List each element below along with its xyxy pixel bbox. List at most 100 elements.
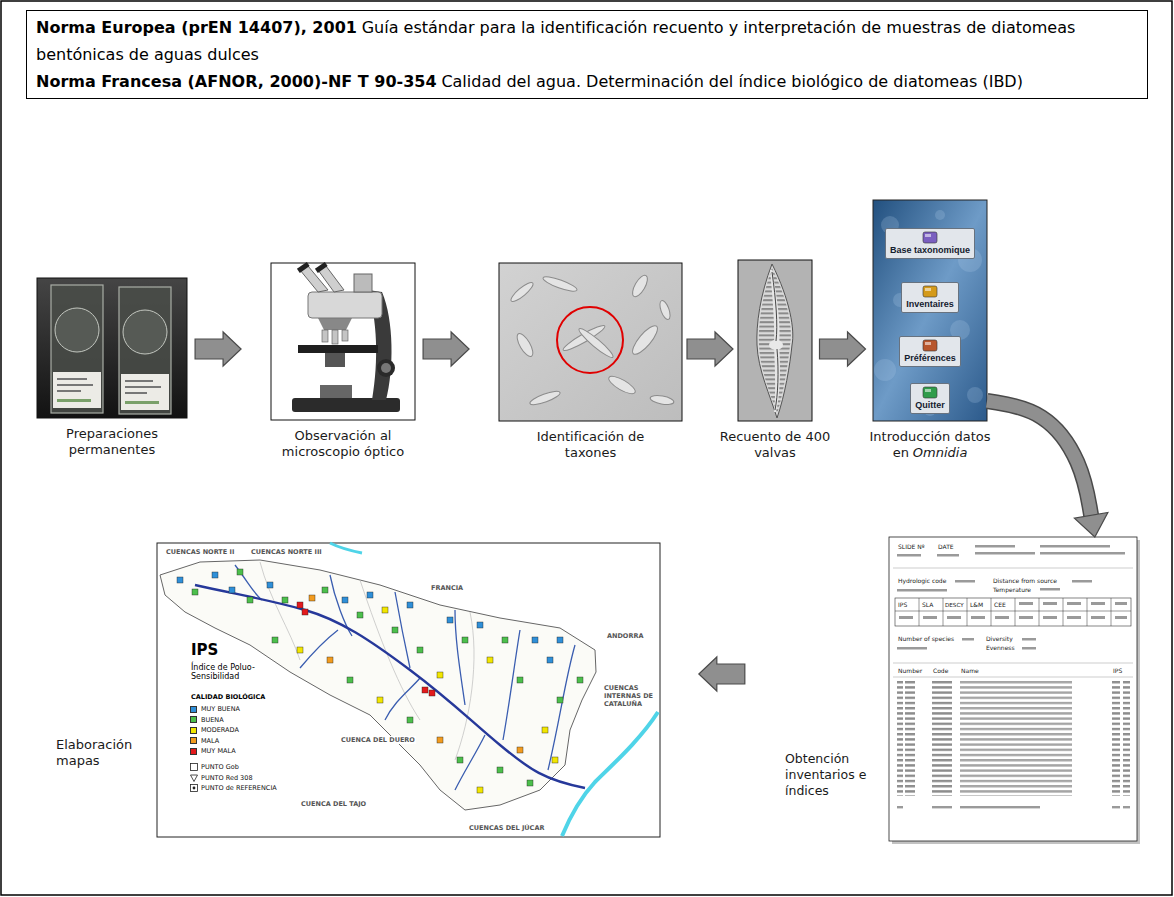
column-heading: Number	[897, 667, 923, 675]
menu-button: Base taxonomique	[885, 228, 975, 259]
legend-swatch	[190, 748, 197, 755]
microscope-photo	[332, 330, 338, 344]
flow-arrow	[699, 657, 745, 691]
inventory-printout	[893, 568, 1133, 569]
microscope-photo	[342, 330, 348, 341]
inventory-printout	[923, 616, 937, 619]
legend-swatch	[190, 716, 197, 723]
inventory-printout	[932, 806, 952, 808]
table-cell: SLA	[921, 601, 934, 609]
slides-photo	[51, 285, 103, 413]
microscope-photo	[354, 274, 372, 292]
button-icon	[923, 232, 937, 243]
flow-arrow	[687, 332, 733, 366]
basin-name: CUENCA DEL DUERO	[340, 736, 416, 744]
inventory-printout	[975, 552, 1035, 555]
legend-row: MALA	[190, 737, 220, 745]
diatom-field-photo	[649, 394, 674, 406]
microscope-photo	[322, 330, 328, 342]
inventory-printout	[895, 611, 1131, 612]
ebro-basin-map	[195, 585, 585, 788]
slides-photo	[57, 384, 93, 386]
ebro-basin-map	[330, 543, 362, 553]
ebro-basin-map	[309, 595, 315, 601]
legend-text: PUNTO Red 308	[201, 774, 253, 782]
button-icon	[925, 342, 931, 345]
ebro-basin-map	[322, 587, 328, 593]
slides-photo	[53, 372, 101, 408]
microscope-photo	[308, 292, 382, 318]
legend-row: PUNTO Gob	[190, 763, 240, 771]
flow-arrow	[195, 332, 241, 366]
ebro-basin-map	[462, 637, 468, 643]
microscope-photo	[377, 359, 395, 377]
menu-button: Quitter	[910, 383, 950, 414]
legend-text: MODERADA	[201, 726, 239, 734]
printout-field: Hydrologic code	[897, 577, 947, 585]
ebro-basin-map	[282, 597, 288, 603]
ebro-basin-map	[392, 627, 398, 633]
caption-text: Observación al microscopio óptico	[282, 428, 404, 459]
ebro-basin-map	[177, 569, 583, 793]
step-taxa: Identificación de taxones	[499, 263, 682, 421]
ebro-basin-map	[357, 612, 363, 618]
caption-text: Recuento de 400 valvas	[720, 429, 830, 460]
microscope-photo	[292, 398, 400, 412]
inventory-printout	[975, 545, 1015, 548]
ebro-basin-map	[577, 677, 583, 683]
microscope-photo	[298, 345, 378, 353]
inventory-printout	[1067, 602, 1081, 605]
caption-text: Omnidia	[913, 445, 968, 460]
step-caption: Identificación de taxones	[516, 429, 666, 461]
inventory-printout	[1022, 647, 1036, 650]
printout-field: SLIDE Nº	[897, 543, 926, 551]
inventory-printout	[1019, 602, 1033, 605]
button-label: Inventaires	[906, 299, 954, 309]
flow-arrow	[987, 401, 1091, 515]
legend-symbol	[190, 774, 198, 782]
ebro-basin-map	[502, 637, 508, 643]
step-caption: Preparaciones permanentes	[42, 426, 182, 458]
omnidia-screen	[873, 200, 987, 421]
standard-code: Norma Francesa (AFNOR, 2000)-NF T 90-354	[36, 72, 437, 91]
ebro-basin-map	[302, 609, 308, 615]
legend-swatch	[190, 727, 197, 734]
flow-arrow	[423, 332, 469, 366]
ebro-basin-map	[437, 737, 443, 743]
ebro-basin-map	[552, 757, 558, 763]
slides-photo	[123, 310, 167, 354]
caption-text: Identificación de taxones	[537, 429, 645, 460]
button-icon	[923, 340, 937, 351]
inventory-printout	[991, 598, 992, 626]
step-microscope: Observación al microscopio óptico	[271, 263, 415, 420]
ebro-basin-map	[532, 637, 538, 643]
ebro-basin-map	[455, 612, 474, 760]
printout-field: Distance from source	[992, 577, 1058, 585]
diatom-field-photo	[514, 331, 536, 359]
table-cell: CEE	[993, 601, 1007, 609]
flow-arrow	[820, 332, 866, 366]
inventory-printout	[1091, 602, 1105, 605]
ebro-basin-map	[385, 678, 420, 720]
ebro-basin-map	[517, 747, 523, 753]
diatom-field-photo	[542, 274, 579, 294]
inventory-printout	[1111, 598, 1112, 626]
legend-row: MODERADA	[190, 726, 240, 734]
inventory-printout	[947, 616, 961, 619]
printout-field: Number of species	[897, 635, 955, 643]
legend-swatch	[190, 737, 197, 744]
diatom-valve-photo	[738, 260, 812, 421]
basin-name: CUENCAS NORTE II	[165, 548, 235, 556]
diatom-valve-photo	[738, 260, 812, 421]
ebro-basin-map	[260, 562, 474, 760]
step-count: Recuento de 400 valvas	[738, 260, 812, 421]
legend-swatch	[190, 706, 197, 713]
omnidia-screen	[935, 210, 945, 220]
legend-symbol	[191, 775, 198, 782]
ebro-basin-map	[229, 587, 235, 593]
diatom-valve-photo	[769, 340, 783, 350]
legend-row: PUNTO de REFERENCIA	[190, 784, 278, 792]
ebro-basin-map	[260, 562, 300, 660]
